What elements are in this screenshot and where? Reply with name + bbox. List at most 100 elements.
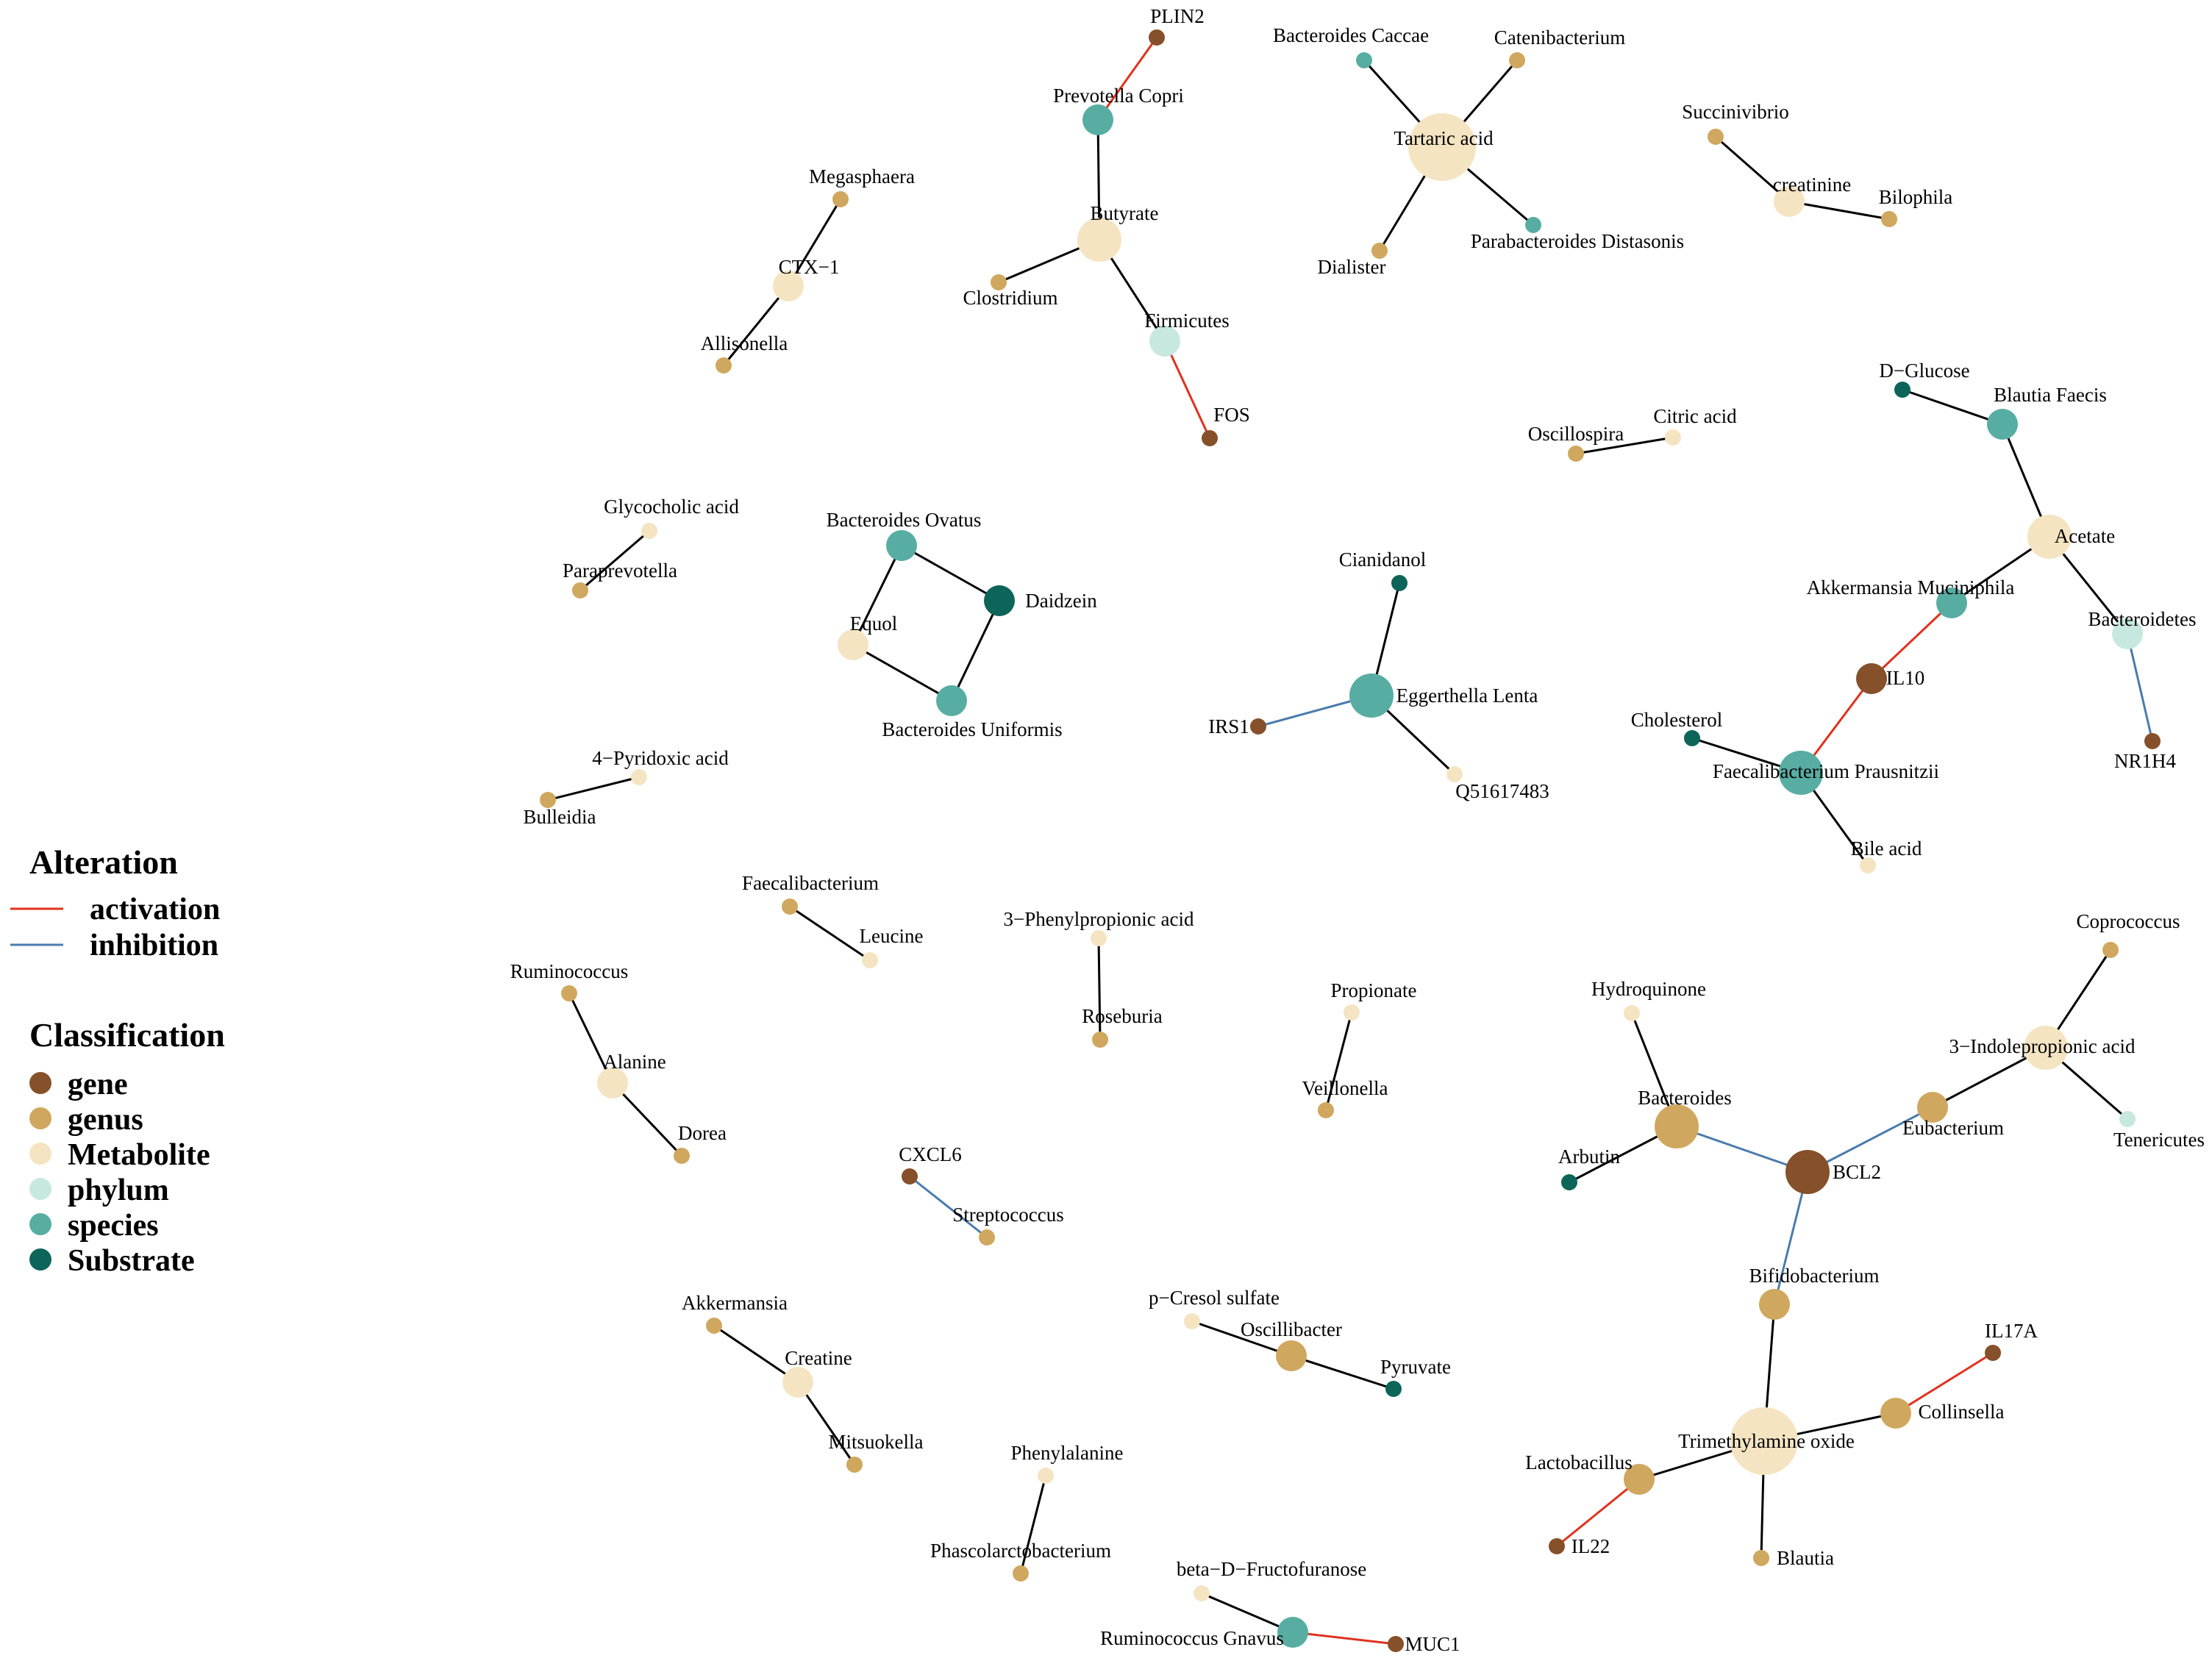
edge-activation-AkkermansiaMuciniphila-IL10	[1870, 601, 1953, 680]
node-Paraprevotella	[572, 582, 588, 598]
node-label-IndolepropionicAcid: 3−Indolepropionic acid	[1949, 1035, 2136, 1057]
node-label-Bacteroidetes: Bacteroidetes	[2088, 608, 2197, 630]
node-creatinine	[1774, 186, 1805, 217]
node-label-Roseburia: Roseburia	[1082, 1005, 1162, 1027]
node-label-Oscillibacter: Oscillibacter	[1241, 1318, 1342, 1340]
node-Roseburia	[1092, 1032, 1108, 1048]
node-label-PLIN2: PLIN2	[1150, 5, 1205, 27]
node-Alanine	[597, 1068, 628, 1098]
node-Bacteroides	[1655, 1104, 1699, 1148]
node-Butyrate	[1077, 218, 1121, 262]
node-label-Lactobacillus: Lactobacillus	[1525, 1451, 1632, 1473]
legend-substrate-label: Substrate	[68, 1244, 195, 1278]
node-label-NR1H4: NR1H4	[2114, 750, 2177, 772]
node-Allisonella	[716, 357, 732, 374]
node-MUC1	[1388, 1636, 1404, 1652]
node-Mitsuokella	[846, 1457, 863, 1473]
legend-alteration-title: Alteration	[29, 843, 178, 881]
edge-neutral-Alanine-Dorea	[611, 1082, 683, 1157]
node-Pyruvate	[1385, 1381, 1402, 1397]
legend-item-substrate: Substrate	[29, 1244, 195, 1278]
edge-neutral-BacteroidesOvatus-Equol	[852, 545, 903, 646]
node-label-Allisonella: Allisonella	[701, 332, 788, 354]
node-label-Q51617483: Q51617483	[1455, 780, 1549, 802]
node-Bacteroidetes	[2112, 618, 2143, 649]
node-CTX1	[773, 271, 804, 301]
node-BacteroidesUniformis	[936, 685, 967, 716]
node-label-Catenibacterium: Catenibacterium	[1494, 26, 1625, 49]
legend: Alteration activation inhibition Classif…	[10, 843, 225, 1278]
node-label-TMAO: Trimethylamine oxide	[1678, 1430, 1855, 1452]
edge-neutral-creatinine-Bilophila	[1788, 200, 1890, 221]
node-label-Akkermansia: Akkermansia	[682, 1292, 788, 1314]
node-BileAcid	[1860, 857, 1876, 873]
node-label-BacteroidesCaccae: Bacteroides Caccae	[1273, 24, 1429, 46]
node-Blautia	[1753, 1550, 1769, 1566]
legend-gene-dot	[29, 1072, 51, 1094]
legend-item-phylum: phylum	[29, 1173, 169, 1207]
node-Succinivibrio	[1708, 129, 1724, 145]
node-Coprococcus	[2102, 942, 2119, 958]
node-Bilophila	[1881, 211, 1897, 227]
node-label-Bilophila: Bilophila	[1879, 186, 1953, 208]
node-label-Daidzein: Daidzein	[1025, 590, 1097, 612]
edge-neutral-BacteroidesOvatus-Daidzein	[901, 544, 1000, 602]
node-label-PrevotellaCopri: Prevotella Copri	[1053, 85, 1184, 107]
node-label-FOS: FOS	[1213, 404, 1250, 426]
legend-item-inhibition: inhibition	[10, 929, 218, 962]
node-label-Firmicutes: Firmicutes	[1144, 310, 1230, 332]
edge-neutral-PyridoxicAcid-Bulleidia	[547, 776, 640, 801]
node-Phenylalanine	[1038, 1468, 1054, 1484]
node-Hydroquinone	[1624, 1005, 1640, 1021]
node-label-CTX1: CTX−1	[779, 256, 840, 278]
node-Catenibacterium	[1509, 52, 1525, 68]
node-Lactobacillus	[1624, 1464, 1655, 1495]
edge-neutral-Oscillospira-CitricAcid	[1575, 436, 1674, 455]
node-CitricAcid	[1665, 429, 1681, 446]
edge-activation-PLIN2-PrevotellaCopri	[1096, 37, 1158, 121]
node-label-Cianidanol: Cianidanol	[1339, 549, 1426, 571]
node-label-Dorea: Dorea	[678, 1122, 727, 1144]
node-label-Leucine: Leucine	[860, 925, 924, 947]
node-pCresolSulfate	[1184, 1313, 1200, 1329]
node-label-PyridoxicAcid: 4−Pyridoxic acid	[592, 747, 729, 769]
node-label-DGlucose: D−Glucose	[1879, 360, 1969, 382]
node-BCL2	[1785, 1150, 1830, 1194]
node-label-BlautiaFaecis: Blautia Faecis	[1994, 384, 2107, 406]
node-BetaDFructofuranose	[1194, 1585, 1210, 1601]
node-label-IL22: IL22	[1571, 1535, 1610, 1557]
edge-neutral-PhenylpropionicAcid-Roseburia	[1097, 937, 1102, 1040]
node-Creatine	[782, 1367, 813, 1398]
node-CXCL6	[902, 1168, 918, 1184]
node-AkkermansiaMuciniphila	[1936, 587, 1967, 618]
node-label-Faecalibacterium: Faecalibacterium	[742, 872, 879, 894]
edge-inhibition-CXCL6-Streptococcus	[909, 1175, 988, 1239]
edge-neutral-Ruminococcus-Alanine	[568, 993, 614, 1084]
node-FaecalibacteriumPrausnitzii	[1779, 751, 1823, 795]
node-Propionate	[1344, 1004, 1360, 1021]
node-label-Oscillospira: Oscillospira	[1528, 423, 1624, 445]
node-Faecalibacterium	[782, 898, 798, 915]
node-label-Coprococcus: Coprococcus	[2077, 910, 2180, 932]
node-Megasphaera	[832, 191, 849, 207]
node-Arbutin	[1561, 1174, 1577, 1190]
node-label-AkkermansiaMuciniphila: Akkermansia Muciniphila	[1807, 576, 2015, 598]
node-label-ParabacteroidesDistasonis: Parabacteroides Distasonis	[1471, 230, 1684, 252]
edge-neutral-Phenylalanine-Phascolarctobacterium	[1019, 1475, 1047, 1574]
node-Cholesterol	[1684, 730, 1700, 746]
node-label-Bulleidia: Bulleidia	[524, 806, 596, 828]
node-label-TartaricAcid: Tartaric acid	[1394, 127, 1494, 149]
node-label-PhenylpropionicAcid: 3−Phenylpropionic acid	[1004, 908, 1194, 930]
node-BlautiaFaecis	[1987, 409, 2018, 440]
node-Daidzein	[984, 585, 1015, 616]
node-Cianidanol	[1391, 575, 1408, 591]
node-label-IL10: IL10	[1886, 667, 1924, 689]
node-IRS1	[1250, 718, 1266, 735]
node-Dorea	[674, 1148, 690, 1164]
node-label-BacteroidesUniformis: Bacteroides Uniformis	[882, 718, 1062, 740]
node-label-Eubacterium: Eubacterium	[1902, 1117, 2004, 1139]
node-label-Clostridium: Clostridium	[963, 287, 1057, 309]
node-label-Mitsuokella: Mitsuokella	[829, 1431, 924, 1453]
